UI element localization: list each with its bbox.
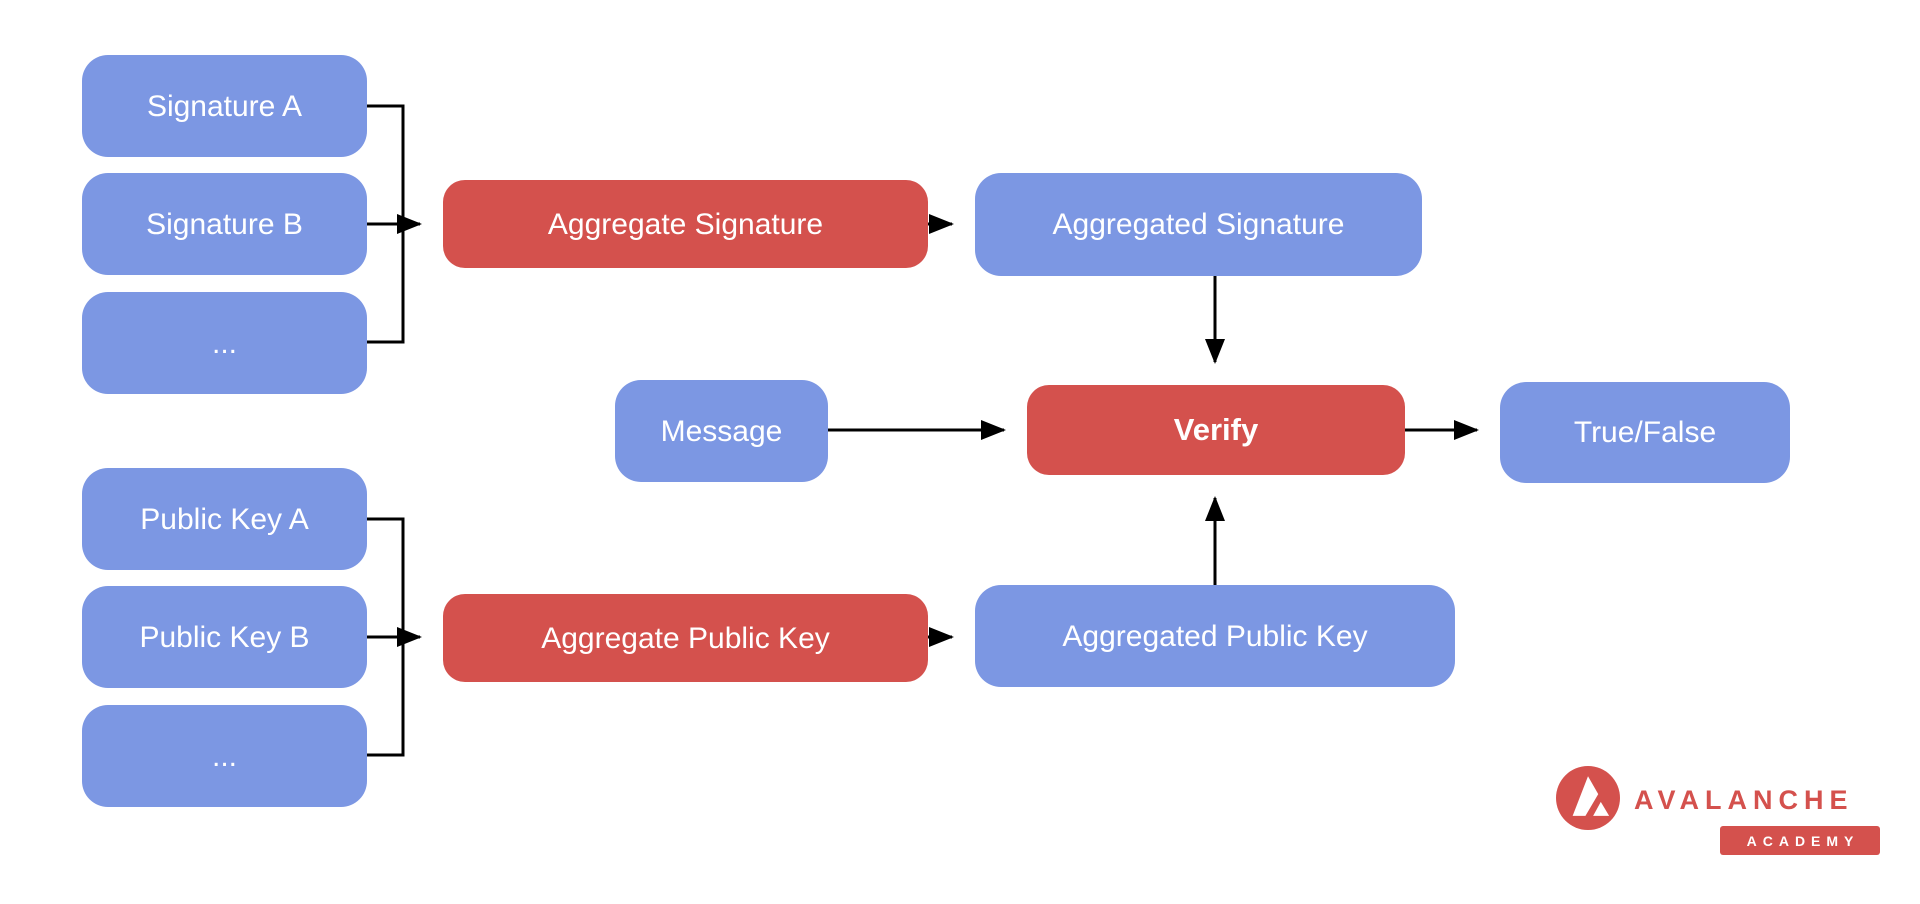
node-signature-b-label: Signature B — [146, 207, 303, 241]
avalanche-brand-text: AVALANCHE — [1634, 785, 1854, 815]
node-aggregate-public-key-label: Aggregate Public Key — [541, 621, 830, 655]
node-public-key-ellipsis: ... — [82, 705, 367, 807]
node-aggregate-signature-label: Aggregate Signature — [547, 207, 824, 241]
node-public-key-ellipsis-label: ... — [211, 739, 237, 773]
node-aggregated-public-key-label: Aggregated Public Key — [1062, 619, 1368, 653]
node-signature-ellipsis-label: ... — [211, 326, 237, 360]
academy-badge-label: ACADEMY — [1746, 832, 1860, 849]
avalanche-logo-icon — [1556, 766, 1620, 830]
node-aggregated-signature-label: Aggregated Signature — [1052, 208, 1345, 241]
node-true-false-label: True/False — [1573, 416, 1717, 449]
node-verify-label: Verify — [1173, 411, 1259, 447]
node-public-key-b-label: Public Key B — [139, 620, 310, 654]
node-signature-ellipsis: ... — [82, 292, 367, 394]
node-message-label: Message — [660, 414, 783, 448]
public-key-bracket-connector — [367, 517, 405, 757]
node-aggregate-signature: Aggregate Signature — [443, 180, 928, 268]
node-public-key-b: Public Key B — [82, 586, 367, 688]
node-aggregated-signature: Aggregated Signature — [975, 173, 1422, 276]
node-verify: Verify — [1027, 385, 1405, 475]
academy-badge: ACADEMY — [1720, 826, 1880, 855]
signature-bracket-connector — [367, 104, 405, 344]
node-signature-a: Signature A — [82, 55, 367, 157]
node-signature-a-label: Signature A — [146, 89, 303, 123]
node-signature-b: Signature B — [82, 173, 367, 275]
avalanche-academy-logo: AVALANCHE ACADEMY — [1556, 766, 1880, 858]
node-public-key-a-label: Public Key A — [140, 502, 309, 536]
node-public-key-a: Public Key A — [82, 468, 367, 570]
node-aggregated-public-key: Aggregated Public Key — [975, 585, 1455, 687]
node-true-false: True/False — [1500, 382, 1790, 483]
node-aggregate-public-key: Aggregate Public Key — [443, 594, 928, 682]
node-message: Message — [615, 380, 828, 482]
